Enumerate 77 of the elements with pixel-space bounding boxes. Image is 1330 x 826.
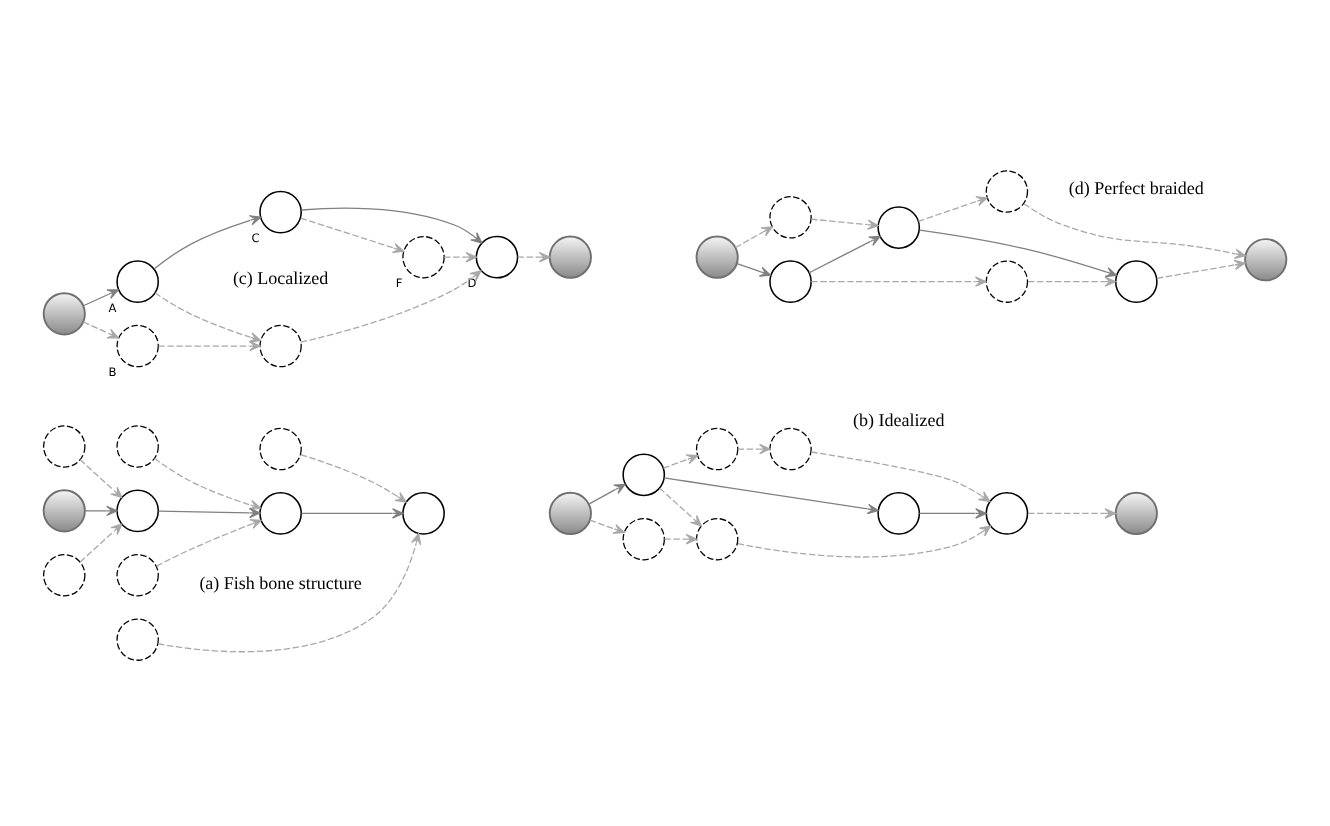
- arrow: [82, 289, 119, 307]
- arrow: [153, 215, 262, 270]
- node-circle: [116, 618, 159, 661]
- arrow: [300, 207, 483, 244]
- node-circle: [769, 196, 812, 239]
- arrow: [516, 251, 551, 263]
- node-circle: [43, 554, 86, 597]
- label: (a) Fish bone structure: [199, 573, 362, 594]
- node-circle: [877, 206, 921, 249]
- node-circle: [402, 492, 445, 535]
- arrow: [663, 533, 698, 545]
- node-circle: [548, 235, 592, 279]
- arrow: [736, 262, 772, 277]
- arrow: [737, 525, 992, 558]
- arrow: [300, 217, 405, 254]
- node-circle: [475, 235, 519, 279]
- node-circle: [43, 425, 86, 468]
- label: (d) Perfect braided: [1068, 177, 1204, 198]
- node-circle: [402, 235, 445, 279]
- node-circle: [548, 491, 592, 535]
- node-circle: [1114, 491, 1158, 535]
- arrow: [300, 453, 407, 503]
- arrow: [589, 519, 625, 534]
- arrow: [300, 270, 482, 343]
- node-circle: [769, 427, 812, 471]
- arrow: [1027, 508, 1116, 519]
- label: (b) Idealized: [852, 409, 945, 430]
- arrow: [810, 276, 987, 287]
- arrow: [157, 533, 422, 653]
- arrow: [79, 523, 123, 563]
- arrow: [810, 451, 991, 503]
- arrow: [662, 454, 699, 469]
- arrow: [1027, 276, 1116, 287]
- arrow: [734, 226, 773, 249]
- arrow: [79, 459, 123, 499]
- node-circle: [42, 292, 86, 336]
- arrow: [808, 235, 881, 274]
- arrow: [918, 508, 987, 519]
- arrow: [84, 505, 118, 517]
- node-circle: [116, 324, 159, 368]
- node-circle: [1114, 260, 1158, 304]
- node-circle: [259, 427, 302, 471]
- arrow: [443, 251, 477, 263]
- node-circle: [116, 425, 159, 468]
- node-circle: [695, 427, 739, 471]
- node-circle: [1244, 238, 1288, 282]
- arrow: [737, 443, 771, 455]
- node-circle: [259, 324, 302, 368]
- node-circle: [985, 260, 1029, 303]
- arrow: [663, 477, 879, 515]
- arrow: [157, 507, 261, 519]
- node-circle: [42, 489, 86, 533]
- node-circle: [622, 517, 665, 561]
- arrow: [154, 292, 262, 343]
- node-circle: [259, 492, 302, 535]
- arrow: [155, 519, 262, 567]
- arrow: [1023, 203, 1247, 259]
- node-circle: [116, 489, 160, 533]
- node-circle: [695, 517, 739, 561]
- arrow: [659, 487, 702, 527]
- node-circle: [695, 235, 739, 279]
- arrow: [1156, 259, 1246, 279]
- node-circle: [877, 492, 921, 535]
- arrow: [300, 508, 404, 519]
- node-circle: [116, 554, 159, 597]
- node-circle: [259, 190, 302, 234]
- node-circle: [769, 260, 812, 304]
- node-circle: [985, 492, 1029, 535]
- arrow: [157, 340, 261, 352]
- arrow: [917, 196, 988, 222]
- arrow: [918, 229, 1118, 278]
- node-circle: [116, 260, 160, 304]
- arrow: [588, 483, 626, 505]
- arrow: [810, 218, 879, 230]
- node-circle: [985, 170, 1029, 213]
- node-circle: [622, 453, 666, 497]
- label: (c) Localized: [232, 267, 329, 288]
